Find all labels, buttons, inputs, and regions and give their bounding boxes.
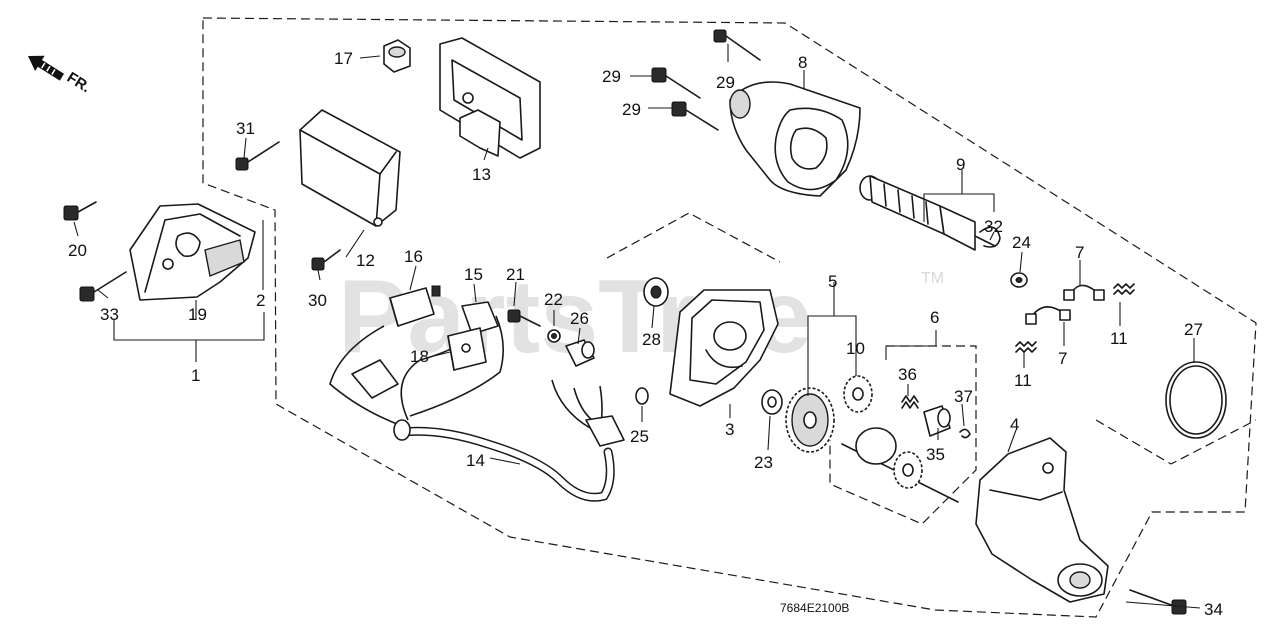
callout-31: 31: [236, 119, 255, 138]
callout-18: 18: [410, 347, 429, 366]
part-19-bracket: [129, 203, 256, 301]
part-7-brush-b: [1025, 306, 1071, 325]
drawing-code: 7684E2100B: [780, 601, 849, 615]
outline-27: [1095, 419, 1257, 465]
callout-27: 27: [1184, 320, 1203, 339]
part-26-collar: [565, 339, 595, 367]
part-25-washer: [635, 387, 649, 405]
callout-33: 33: [100, 305, 119, 324]
callout-20: 20: [68, 241, 87, 260]
front-direction-label: FR.: [64, 69, 94, 96]
part-11-spring-a: [1113, 283, 1135, 295]
callout-14: 14: [466, 451, 485, 470]
part-9-armature: [859, 175, 996, 251]
part-33-bolt: [79, 271, 127, 302]
callout-32: 32: [984, 217, 1003, 236]
part-22-nut: [547, 329, 561, 343]
callout-19: 19: [188, 305, 207, 324]
front-arrow-icon: [28, 55, 65, 81]
part-20-bolt: [63, 201, 97, 221]
callout-37: 37: [954, 387, 973, 406]
part-34-bolt: [1129, 589, 1187, 615]
part-11-spring-b: [1015, 341, 1037, 353]
end-cover-outline: [606, 212, 781, 263]
callout-10: 10: [846, 339, 865, 358]
callout-1: 1: [191, 366, 200, 385]
callout-24: 24: [1012, 233, 1031, 252]
callout-6: 6: [930, 308, 939, 327]
callout-2: 2: [256, 291, 265, 310]
part-32-clip: [979, 226, 1001, 248]
assembly-outline-top: [202, 17, 1257, 618]
part-13-case: [439, 37, 541, 159]
callout-36: 36: [898, 365, 917, 384]
callout-23: 23: [754, 453, 773, 472]
callout-25: 25: [630, 427, 649, 446]
part-10-gear-small: [843, 375, 873, 413]
part-15-connector: [461, 301, 499, 335]
part-14-wire-harness: [329, 315, 625, 502]
part-17-grommet: [383, 39, 411, 73]
part-29-bolt-c: [671, 101, 719, 131]
callout-17: 17: [334, 49, 353, 68]
callout-30: 30: [308, 291, 327, 310]
part-31-screw: [235, 141, 280, 171]
callout-labels: 1 2 3 4 5 6 7 7 8 9 10 11 11 12 13 14 15…: [68, 49, 1223, 619]
part-27-o-ring: [1165, 361, 1227, 439]
part-18-relay: [447, 327, 487, 371]
part-37-clip: [959, 428, 971, 439]
callout-22: 22: [544, 290, 563, 309]
callout-21: 21: [506, 265, 525, 284]
callout-8: 8: [798, 53, 807, 72]
part-16-switch: [389, 285, 441, 327]
callout-26: 26: [570, 309, 589, 328]
callout-15: 15: [464, 265, 483, 284]
part-36-spring: [901, 395, 919, 409]
part-28-bearing: [643, 277, 669, 307]
callout-28: 28: [642, 330, 661, 349]
part-29-bolt-b: [651, 67, 701, 99]
part-8-yoke: [729, 81, 861, 197]
callout-7a: 7: [1075, 243, 1084, 262]
front-direction-indicator: FR.: [28, 55, 94, 96]
part-23-washer: [761, 389, 783, 415]
callout-3: 3: [725, 420, 734, 439]
callout-12: 12: [356, 251, 375, 270]
callout-9: 9: [956, 155, 965, 174]
part-29-bolt-a: [713, 29, 761, 61]
part-21-bolt: [507, 309, 541, 327]
part-12-cover: [299, 109, 401, 227]
callout-35: 35: [926, 445, 945, 464]
part-7-brush-a: [1063, 284, 1105, 301]
leader-lines: [73, 44, 1201, 609]
callout-7b: 7: [1058, 349, 1067, 368]
callout-11a: 11: [1110, 329, 1128, 348]
callout-4: 4: [1010, 415, 1019, 434]
callout-5: 5: [828, 272, 837, 291]
callout-29c: 29: [622, 100, 641, 119]
part-3-end-cover: [669, 289, 779, 407]
callout-29a: 29: [716, 73, 735, 92]
callout-11b: 11: [1014, 371, 1032, 390]
callout-29b: 29: [602, 67, 621, 86]
callout-13: 13: [472, 165, 491, 184]
part-30-screw: [311, 249, 341, 271]
part-5-gear-large: [785, 387, 835, 453]
part-35-collar: [923, 405, 951, 437]
watermark-trademark: TM: [921, 270, 944, 287]
part-24-washer: [1010, 272, 1028, 288]
part-6-pinion-shaft: [841, 427, 959, 503]
part-4-front-housing: [975, 437, 1109, 603]
callout-16: 16: [404, 247, 423, 266]
wire-plug: [351, 359, 399, 399]
callout-34: 34: [1204, 600, 1223, 619]
